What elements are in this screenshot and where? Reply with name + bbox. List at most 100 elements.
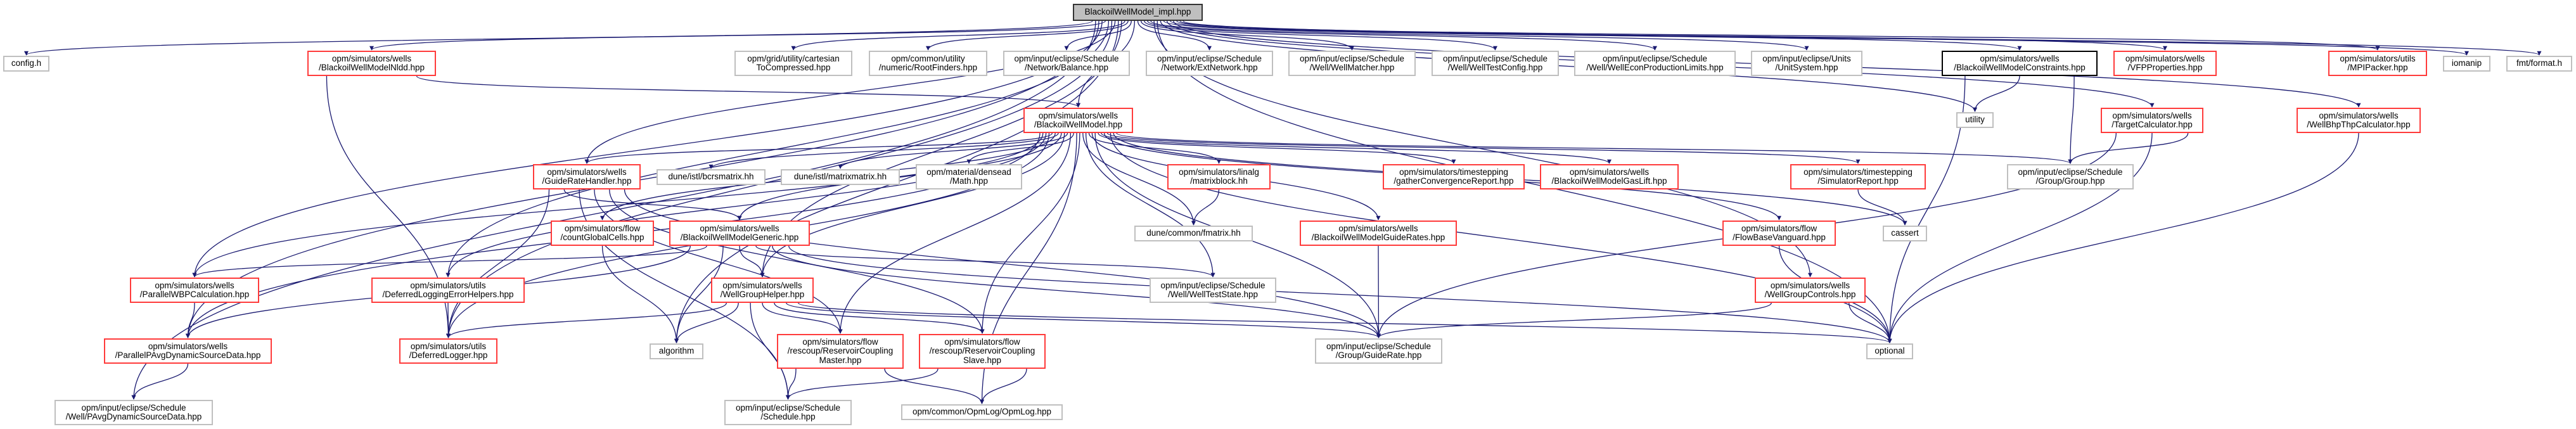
edge-wgh-to-rcm <box>762 302 843 334</box>
node-bhpthp[interactable]: opm/simulators/wells/WellBhpThpCalculato… <box>2297 108 2421 133</box>
node-wgc[interactable]: opm/simulators/wells/WellGroupControls.h… <box>1755 278 1866 303</box>
node-label-line: opm/input/eclipse/Schedule <box>1299 53 1405 63</box>
node-cassert[interactable]: cassert <box>1883 226 1927 241</box>
node-label-line: opm/simulators/flow <box>944 336 1020 347</box>
edge-constraints-to-group <box>2068 75 2075 164</box>
node-label-line: opm/simulators/wells <box>2125 53 2205 63</box>
node-label-line: /Schedule.hpp <box>760 412 816 421</box>
node-fmt[interactable]: fmt/format.h <box>2506 56 2572 72</box>
node-label-line: opm/simulators/wells <box>331 53 412 63</box>
node-label-line: opm/simulators/utils <box>410 341 487 351</box>
node-label-line: dune/istl/matrixmatrix.hh <box>793 172 887 182</box>
node-label-line: optional <box>1874 346 1905 356</box>
edge-wbp-to-ppavg <box>186 302 195 338</box>
node-econ[interactable]: opm/input/eclipse/Schedule/Well/WellEcon… <box>1574 51 1736 76</box>
node-bcrs[interactable]: dune/istl/bcrsmatrix.hh <box>657 169 766 185</box>
node-matrixblock[interactable]: opm/simulators/linalg/matrixblock.hh <box>1167 164 1271 189</box>
node-gather[interactable]: opm/simulators/timestepping/gatherConver… <box>1383 164 1525 189</box>
edge-main-to-utility <box>1160 20 1977 112</box>
edge-wgh-to-schedule <box>750 302 790 400</box>
node-wellmatcher[interactable]: opm/input/eclipse/Schedule/Well/WellMatc… <box>1288 51 1416 76</box>
node-label-line: opm/simulators/utils <box>2340 53 2416 63</box>
node-constraints[interactable]: opm/simulators/wells/BlackoilWellModelCo… <box>1942 51 2098 76</box>
node-wbp[interactable]: opm/simulators/wells/ParallelWBPCalculat… <box>130 278 259 303</box>
node-label-line: /VFPProperties.hpp <box>2127 63 2203 72</box>
edge-generic-to-wts <box>755 245 1215 278</box>
node-simrep[interactable]: opm/simulators/timestepping/SimulatorRep… <box>1790 164 1926 189</box>
node-grh[interactable]: opm/simulators/wells/GuideRateHandler.hp… <box>533 164 641 189</box>
node-label-line: /WellGroupHelper.hpp <box>720 290 805 299</box>
node-mpi[interactable]: opm/simulators/utils/MPIPacker.hpp <box>2328 51 2427 76</box>
node-label-line: /Well/WellEconProductionLimits.hpp <box>1586 63 1724 72</box>
node-guiderate[interactable]: opm/input/eclipse/Schedule/Group/GuideRa… <box>1315 338 1442 364</box>
edge-wgh-to-algorithm <box>674 302 739 343</box>
node-label-line: /rescoup/ReservoirCoupling <box>929 346 1035 356</box>
node-opmlog[interactable]: opm/common/OpmLog/OpmLog.hpp <box>901 404 1063 420</box>
node-label-line: /UnitSystem.hpp <box>1775 63 1838 72</box>
edge-bwm-to-rcs <box>980 132 1080 334</box>
node-label-line: opm/simulators/wells <box>155 280 234 290</box>
node-wgh[interactable]: opm/simulators/wells/WellGroupHelper.hpp <box>711 278 814 303</box>
node-bwm[interactable]: opm/simulators/wells/BlackoilWellModel.h… <box>1023 108 1133 133</box>
node-label-line: /SimulatorReport.hpp <box>1817 176 1899 186</box>
node-label-line: /WellBhpThpCalculator.hpp <box>2307 120 2411 129</box>
node-vanguard[interactable]: opm/simulators/flow/FlowBaseVanguard.hpp <box>1722 221 1836 246</box>
node-label-line: opm/common/OpmLog/OpmLog.hpp <box>912 407 1052 417</box>
node-wts[interactable]: opm/input/eclipse/Schedule/Well/WellTest… <box>1150 278 1276 303</box>
edge-rcm-to-schedule <box>786 368 797 400</box>
node-utility[interactable]: utility <box>1956 112 1994 128</box>
node-label-line: /FlowBaseVanguard.hpp <box>1733 233 1826 242</box>
node-group[interactable]: opm/input/eclipse/Schedule/Group/Group.h… <box>2007 164 2134 189</box>
node-label-line: /matrixblock.hh <box>1190 176 1248 186</box>
edge-target-to-group <box>2068 132 2189 164</box>
node-fmatrix[interactable]: dune/common/fmatrix.hh <box>1134 226 1253 241</box>
node-label-line: /Math.hpp <box>949 176 989 186</box>
edge-main-to-cart <box>791 20 1125 51</box>
node-config[interactable]: config.h <box>3 56 49 72</box>
node-label-line: opm/simulators/timestepping <box>1804 167 1913 177</box>
node-label-line: opm/simulators/wells <box>722 280 802 290</box>
node-rcm[interactable]: opm/simulators/flow/rescoup/ReservoirCou… <box>777 334 904 369</box>
node-vfp[interactable]: opm/simulators/wells/VFPProperties.hpp <box>2113 51 2217 76</box>
node-guiderates[interactable]: opm/simulators/wells/BlackoilWellModelGu… <box>1300 221 1457 246</box>
edge-bwm-to-matrixblock <box>1088 132 1221 164</box>
edge-generic-to-wgh <box>739 245 765 278</box>
node-label-line: /Group/GuideRate.hpp <box>1335 350 1422 360</box>
node-ppavg[interactable]: opm/simulators/wells/ParallelPAvgDynamic… <box>104 338 272 364</box>
edge-bwm-to-rcm <box>838 132 1072 334</box>
node-gaslift[interactable]: opm/simulators/wells/BlackoilWellModelGa… <box>1540 164 1679 189</box>
node-extnet[interactable]: opm/input/eclipse/Schedule/Network/ExtNe… <box>1146 51 1273 76</box>
node-welltestconfig[interactable]: opm/input/eclipse/Schedule/Well/WellTest… <box>1432 51 1559 76</box>
node-generic[interactable]: opm/simulators/wells/BlackoilWellModelGe… <box>669 221 810 246</box>
node-schedule[interactable]: opm/input/eclipse/Schedule/Schedule.hpp <box>724 400 852 425</box>
node-root[interactable]: opm/common/utility/numeric/RootFinders.h… <box>869 51 987 76</box>
node-label-line: /Network/Balance.hpp <box>1024 63 1109 72</box>
edge-simrep-to-cassert <box>1857 189 1907 226</box>
node-algorithm[interactable]: algorithm <box>650 343 703 359</box>
edge-bwm-to-math <box>966 132 1074 164</box>
node-label-line: opm/simulators/wells <box>547 167 627 177</box>
node-pavg[interactable]: opm/input/eclipse/Schedule/Well/PAvgDyna… <box>54 400 213 425</box>
node-dleh[interactable]: opm/simulators/utils/DeferredLoggingErro… <box>371 278 525 303</box>
edge-wgc-to-optional <box>1849 302 1892 343</box>
edge-wgc-to-guiderate <box>1376 302 1772 338</box>
node-count[interactable]: opm/simulators/flow/countGlobalCells.hpp <box>551 221 654 246</box>
node-optional[interactable]: optional <box>1866 343 1913 359</box>
edge-nldd-to-bwm <box>416 75 1080 108</box>
node-unitsys[interactable]: opm/input/eclipse/Units/UnitSystem.hpp <box>1751 51 1862 76</box>
node-label-line: opm/material/densead <box>926 167 1011 177</box>
node-iomanip[interactable]: iomanip <box>2443 56 2490 72</box>
node-label-line: /Well/WellTestState.hpp <box>1167 290 1259 299</box>
node-balance[interactable]: opm/input/eclipse/Schedule/Network/Balan… <box>1003 51 1130 76</box>
node-main[interactable]: BlackoilWellModel_impl.hpp <box>1073 4 1203 21</box>
node-nldd[interactable]: opm/simulators/wells/BlackoilWellModelNl… <box>307 51 436 76</box>
node-rcs[interactable]: opm/simulators/flow/rescoup/ReservoirCou… <box>919 334 1046 369</box>
node-target[interactable]: opm/simulators/wells/TargetCalculator.hp… <box>2101 108 2203 133</box>
node-math[interactable]: opm/material/densead/Math.hpp <box>916 164 1022 189</box>
node-label-line: opm/simulators/flow <box>564 223 641 233</box>
node-mm[interactable]: dune/istl/matrixmatrix.hh <box>781 169 900 185</box>
node-dlog[interactable]: opm/simulators/utils/DeferredLogger.hpp <box>399 338 497 364</box>
